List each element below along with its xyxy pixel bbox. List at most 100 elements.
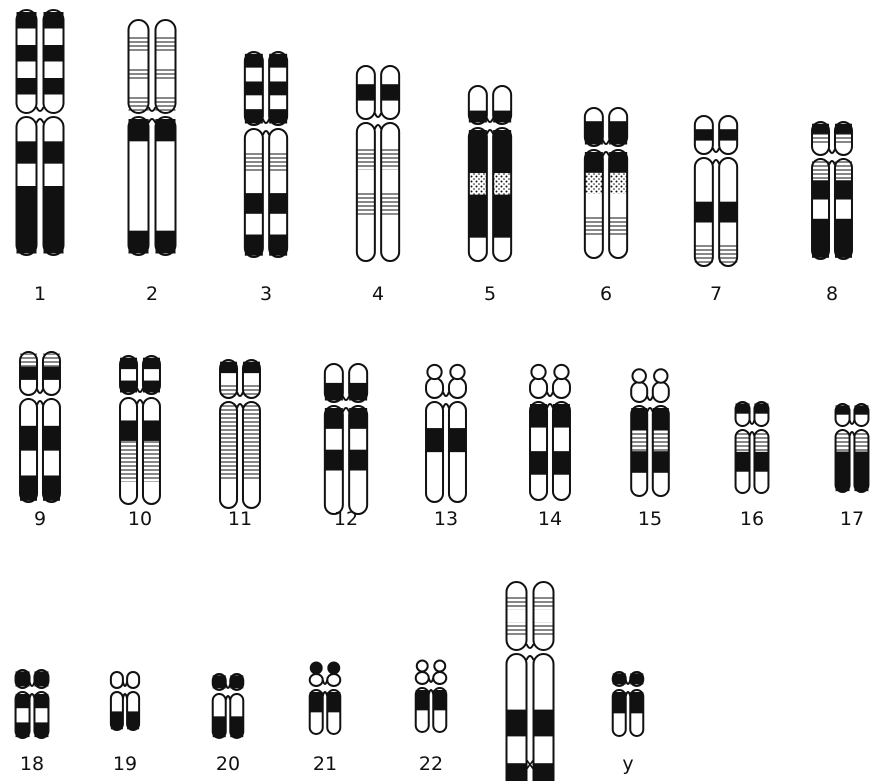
chromosome-label: 12 [334, 508, 358, 530]
chromatid-left [530, 365, 547, 500]
centromere [375, 113, 381, 129]
band [269, 235, 287, 256]
band [449, 452, 466, 477]
band [507, 622, 527, 635]
band [719, 243, 737, 264]
band [20, 426, 37, 451]
chromatid-left [310, 663, 323, 734]
chromatid-left [111, 672, 123, 730]
centromere [323, 680, 328, 696]
chromosome-11: 11 [220, 360, 260, 530]
chromosome-19: 19 [111, 672, 139, 775]
centromere [149, 107, 156, 123]
band [243, 404, 260, 430]
chromosome-label: 21 [313, 753, 337, 775]
band [156, 37, 176, 52]
centromere [263, 119, 269, 135]
centromere [443, 392, 449, 408]
band [43, 401, 60, 426]
band [469, 216, 487, 238]
centromere [850, 420, 855, 436]
chromatid-left [736, 402, 750, 493]
band [245, 81, 263, 95]
band [381, 170, 399, 193]
band [812, 180, 829, 200]
satellite [417, 661, 428, 672]
band [469, 238, 487, 260]
band [17, 45, 37, 62]
band [812, 219, 829, 239]
band [120, 400, 137, 421]
band [44, 119, 64, 142]
chromatid-left [357, 66, 375, 261]
band [325, 450, 343, 471]
band [433, 690, 446, 711]
band [381, 237, 399, 260]
band [310, 712, 323, 733]
band [129, 37, 149, 52]
band [719, 181, 737, 202]
band [835, 133, 852, 143]
centromere [487, 118, 493, 134]
chromatid-right [156, 20, 176, 255]
chromosome-1: 1 [17, 10, 64, 305]
chromatid-right [44, 10, 64, 255]
chromosome-5: 5 [469, 86, 511, 305]
centromere [226, 684, 231, 700]
centromere [713, 148, 719, 164]
band [416, 690, 429, 711]
band [325, 408, 343, 429]
band [20, 401, 37, 426]
centromere [626, 680, 631, 696]
band [416, 710, 429, 731]
band [719, 160, 737, 181]
band [20, 367, 37, 381]
band [653, 408, 669, 430]
band [630, 692, 643, 714]
band [34, 671, 48, 686]
band [449, 380, 466, 397]
band [220, 430, 237, 456]
band [310, 692, 323, 713]
band [111, 711, 123, 729]
centromere [37, 107, 44, 123]
band [43, 475, 60, 500]
chromatid-right [854, 404, 868, 492]
centromere [527, 644, 534, 660]
band [269, 81, 287, 95]
band [120, 420, 137, 441]
band [585, 173, 603, 194]
band [653, 384, 669, 401]
band [426, 452, 443, 477]
chromosome-label: 2 [146, 283, 158, 305]
chromatid-right [754, 402, 768, 493]
band [507, 656, 527, 683]
band [357, 170, 375, 193]
band [129, 67, 149, 82]
band [381, 192, 399, 215]
band [349, 383, 367, 401]
chromosome-label: 17 [840, 508, 864, 530]
band [695, 243, 713, 264]
satellite [531, 365, 545, 379]
band [16, 671, 30, 686]
band [469, 130, 487, 152]
band [381, 84, 399, 101]
band [553, 404, 570, 428]
chromosome-label: y [622, 753, 633, 775]
band [269, 172, 287, 193]
band [357, 237, 375, 260]
chromosome-22: 22 [416, 661, 447, 775]
band [653, 430, 669, 452]
band [493, 152, 511, 174]
band [269, 68, 287, 82]
band [609, 194, 627, 215]
band [17, 231, 37, 254]
band [585, 215, 603, 236]
chromosome-15: 15 [631, 369, 669, 530]
chromosome-9: 9 [20, 352, 60, 530]
band [695, 160, 713, 181]
chromatid-left [220, 360, 237, 508]
band [349, 471, 367, 492]
band [143, 482, 160, 503]
